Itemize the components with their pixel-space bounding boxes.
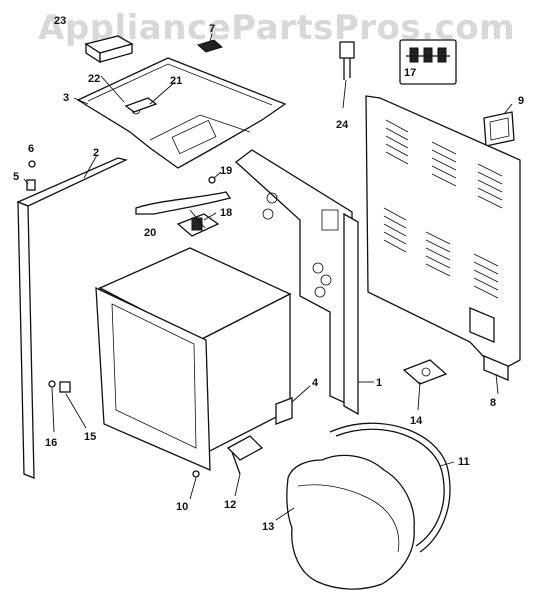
part-18-latch [176,213,220,237]
callout-1: 1 [376,377,382,389]
part-23-box [84,35,134,64]
part-19-screw [208,176,216,184]
callout-24: 24 [336,119,349,131]
callout-13: 13 [262,521,274,533]
callout-16: 16 [45,437,57,449]
rear-panel-vents [383,119,503,299]
callout-14: 14 [410,415,423,427]
callout-5: 5 [13,171,19,183]
part-14-bracket [402,359,448,385]
callout-2: 2 [93,147,99,159]
callout-3: 3 [63,92,69,104]
part-7-pad [196,39,224,53]
rear-panel [365,95,521,373]
part-2-trim [16,157,128,479]
leader-lines [23,33,513,521]
callout-15: 15 [84,431,96,443]
part-6-screw [28,160,36,168]
callout-20: 20 [144,227,156,239]
callout-9: 9 [518,95,524,107]
callout-7: 7 [209,23,215,35]
part-1-side-panel [234,149,359,416]
callout-12: 12 [224,499,236,511]
part-11-gasket [329,422,451,553]
callout-21: 21 [170,75,182,87]
part-9-bracket [483,111,515,147]
part-3-top-plate [76,57,287,169]
part-17-connector [399,39,457,85]
part-10-screw [192,470,200,478]
part-24-plug [339,41,355,80]
front-frame [95,286,211,472]
callout-4: 4 [312,377,319,389]
part-13-insulation [286,454,415,590]
callout-22: 22 [88,73,100,85]
part-8-bracket [483,355,509,381]
part-5-clip [26,179,36,191]
part-15-clip [59,381,71,393]
part-12-hinge [226,435,264,475]
callout-23: 23 [54,15,66,27]
callout-6: 6 [28,143,34,155]
callout-19: 19 [220,165,232,177]
callouts: 23 7 22 21 3 24 17 9 6 2 5 19 18 20 1 4 … [13,15,524,533]
part-20-latch-arm [135,191,232,215]
callout-18: 18 [220,207,232,219]
part-4-bracket [275,397,293,425]
callout-8: 8 [490,397,496,409]
callout-17: 17 [404,67,416,79]
callout-10: 10 [176,501,188,513]
callout-11: 11 [458,456,470,468]
part-16-screw [48,380,56,388]
